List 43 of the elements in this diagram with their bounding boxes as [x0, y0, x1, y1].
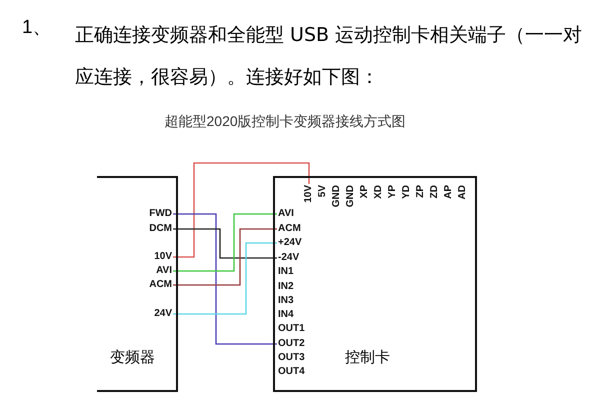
terminal-name: IN4: [278, 309, 294, 321]
wire: [173, 213, 277, 272]
step-number: 1、: [22, 16, 52, 40]
terminal-name: OUT4: [278, 366, 305, 378]
terminal-name: XP: [359, 185, 371, 198]
terminal-name: YP: [387, 185, 399, 198]
terminal-name: AD: [457, 185, 469, 200]
inverter-box: [97, 176, 178, 392]
terminal-name: FWD: [149, 208, 172, 220]
terminal-name: GND: [331, 185, 343, 208]
terminal-name: IN3: [278, 295, 294, 307]
terminal-name: XD: [373, 185, 385, 199]
terminal-name: OUT2: [278, 338, 305, 350]
instruction-text: 正确连接变频器和全能型 USB 运动控制卡相关端子（一一对应连接，很容易）。连接好如下图：: [75, 23, 584, 90]
terminal-name: IN1: [278, 266, 294, 278]
wire: [173, 242, 277, 315]
wire: [173, 162, 310, 258]
terminal-name: OUT3: [278, 352, 305, 364]
wire: [173, 228, 277, 286]
terminal-name: AP: [443, 185, 455, 199]
terminal-name: OUT1: [278, 323, 305, 335]
terminal-name: 10V: [303, 185, 315, 203]
terminal-name: 10V: [154, 251, 172, 263]
terminal-name: ZP: [415, 185, 427, 198]
terminal-name: IN2: [278, 281, 294, 293]
device-name: 变频器: [110, 348, 155, 367]
terminal-name: YD: [401, 185, 413, 199]
terminal-name: ZD: [429, 185, 441, 198]
terminal-name: 24V: [154, 308, 172, 320]
terminal-name: AVI: [156, 265, 172, 277]
wire: [173, 228, 277, 259]
wire: [173, 213, 277, 345]
terminal-name: ACM: [149, 279, 172, 291]
terminal-name: -24V: [278, 252, 300, 264]
terminal-name: AVI: [278, 208, 294, 220]
terminal-name: ACM: [278, 223, 301, 235]
diagram-title: 超能型2020版控制卡变频器接线方式图: [164, 113, 406, 131]
terminal-name: +24V: [278, 237, 302, 249]
controller-card-box: [273, 176, 477, 392]
device-name: 控制卡: [345, 348, 390, 367]
terminal-name: DCM: [149, 223, 172, 235]
terminal-name: GND: [345, 185, 357, 208]
terminal-name: 5V: [317, 185, 329, 198]
